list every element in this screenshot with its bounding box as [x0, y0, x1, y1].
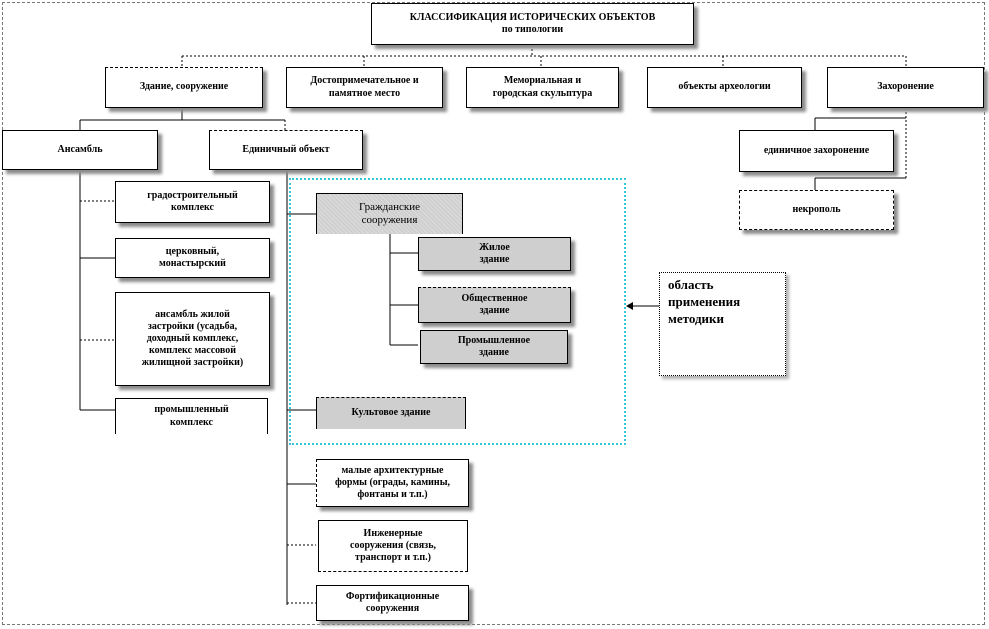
- engineering-structures-box: Инженерные сооружения (связь, транспорт …: [318, 520, 468, 572]
- methodology-area: [289, 178, 626, 445]
- ensemble-residential: ансамбль жилой застройки (усадьба, доход…: [115, 292, 270, 386]
- single-object-box: Единичный объект: [209, 130, 363, 170]
- single-burial-box: единичное захоронение: [739, 130, 894, 172]
- ensemble-box: Ансамбль: [2, 130, 158, 170]
- small-architectural-forms-box: малые архитектурные формы (ограды, камин…: [316, 459, 469, 507]
- industrial-building-box: Промышленное здание: [420, 330, 568, 364]
- ensemble-church-monastery: церковный, монастырский: [115, 238, 270, 278]
- category-landmark: Достопримечательное и памятное место: [286, 67, 443, 108]
- residential-building-box: Жилое здание: [418, 237, 571, 271]
- fortification-structures-box: Фортификационные сооружения: [316, 585, 469, 621]
- civil-structures-box: Гражданские сооружения: [316, 193, 463, 234]
- public-building-box: Общественное здание: [418, 287, 571, 323]
- method-application-box: область применения методики: [659, 272, 786, 376]
- necropolis-box: некрополь: [739, 190, 894, 230]
- ensemble-urban-complex: градостроительный комплекс: [115, 181, 270, 223]
- category-memorial: Мемориальная и городская скульптура: [466, 67, 619, 108]
- ensemble-industrial-complex: промышленный комплекс: [115, 398, 268, 434]
- religious-building-box: Культовое здание: [316, 397, 466, 429]
- category-burial: Захоронение: [827, 67, 984, 108]
- category-archaeology: объекты археологии: [647, 67, 802, 108]
- root-title-box: КЛАССИФИКАЦИЯ ИСТОРИЧЕСКИХ ОБЪЕКТОВ по т…: [371, 3, 694, 45]
- category-building: Здание, сооружение: [105, 67, 263, 108]
